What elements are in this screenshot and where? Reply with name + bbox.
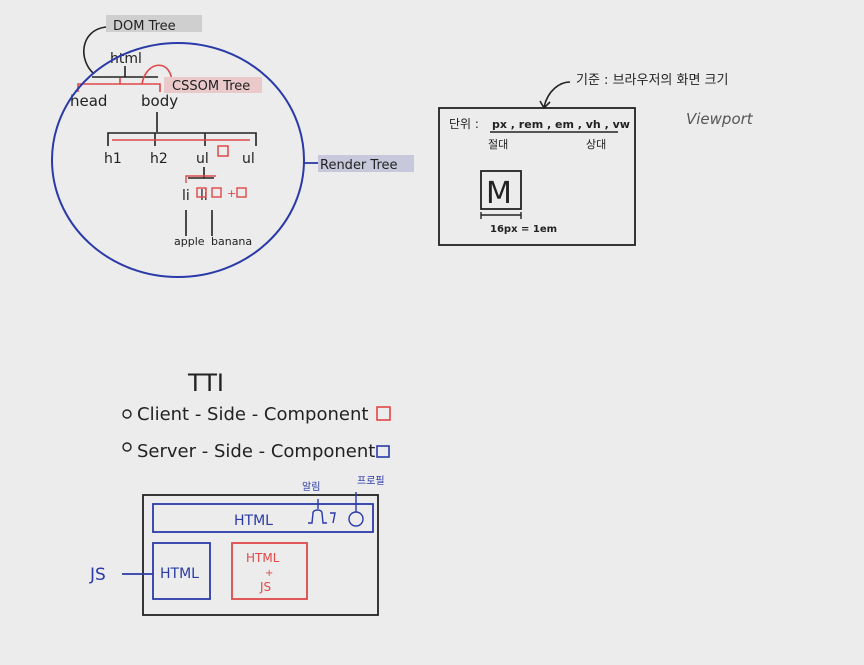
li-node-b: li bbox=[200, 188, 208, 204]
child-h2: h2 bbox=[150, 151, 168, 167]
li-plus: + bbox=[227, 187, 236, 200]
dom-tree-label: DOM Tree bbox=[113, 19, 176, 34]
cssom-bracket bbox=[77, 78, 161, 92]
relative-label: 상대 bbox=[586, 138, 606, 151]
li-style-marker-a bbox=[196, 187, 207, 198]
child-h1: h1 bbox=[104, 151, 122, 167]
header-html-label: HTML bbox=[234, 513, 273, 529]
child-ul-2: ul bbox=[242, 151, 255, 167]
client-bullet bbox=[122, 409, 132, 419]
server-bullet bbox=[122, 442, 132, 452]
viewport-diagram: 기준 : 브라우저의 화면 크기 Viewport 단위 : px , rem … bbox=[438, 73, 754, 246]
leaf-apple: apple bbox=[174, 235, 205, 248]
leaf-banana: banana bbox=[211, 235, 252, 248]
absolute-label: 절대 bbox=[488, 138, 508, 151]
li-branch bbox=[185, 210, 213, 236]
m-glyph: M bbox=[486, 176, 512, 211]
profile-icon bbox=[348, 511, 364, 527]
profile-label: 프로필 bbox=[357, 475, 385, 487]
body-branch-black bbox=[107, 112, 257, 146]
li-node-a: li bbox=[182, 188, 190, 204]
viewport-box bbox=[438, 107, 636, 246]
render-tree-circle bbox=[51, 42, 305, 278]
page-frame bbox=[142, 494, 379, 616]
tti-title: TTI bbox=[187, 369, 224, 397]
cssom-label-highlight bbox=[164, 77, 262, 93]
server-color-legend bbox=[376, 445, 390, 458]
client-box-js: JS bbox=[259, 580, 271, 594]
criterion-pointer bbox=[543, 81, 571, 108]
html-branch bbox=[92, 66, 158, 78]
cssom-tree-label: CSSOM Tree bbox=[172, 79, 250, 94]
js-label: JS bbox=[89, 565, 106, 585]
dom-tree-diagram: DOM Tree html CSSOM Tree head body h1 h2… bbox=[51, 15, 414, 278]
client-box bbox=[231, 542, 308, 600]
notification-count-icon bbox=[330, 512, 336, 524]
header-bar bbox=[152, 503, 374, 533]
render-tree-label: Render Tree bbox=[320, 158, 398, 173]
alarm-label: 알림 bbox=[302, 481, 320, 493]
client-box-html: HTML bbox=[246, 551, 280, 565]
em-equation: 16px = 1em bbox=[490, 224, 557, 235]
server-html-box bbox=[152, 542, 211, 600]
m-box bbox=[480, 170, 522, 210]
ul-style-marker bbox=[217, 145, 229, 157]
child-ul-1: ul bbox=[196, 151, 209, 167]
li-style-marker-b bbox=[211, 187, 222, 198]
html-node: html bbox=[110, 51, 142, 67]
ul-branch-red bbox=[185, 175, 216, 183]
server-item: Server - Side - Component bbox=[137, 441, 375, 462]
units-list: px , rem , em , vh , vw bbox=[492, 118, 630, 131]
client-color-legend bbox=[376, 406, 391, 421]
dom-tree-label-highlight bbox=[106, 15, 202, 32]
tti-diagram: TTI Client - Side - Component Server - S… bbox=[89, 369, 391, 616]
body-children: h1 h2 ul ul bbox=[104, 151, 255, 167]
head-node: head bbox=[70, 92, 107, 110]
body-node: body bbox=[141, 92, 178, 110]
client-item: Client - Side - Component bbox=[137, 404, 368, 425]
dom-tree-pointer bbox=[83, 26, 107, 75]
render-tree-label-highlight bbox=[318, 155, 414, 172]
viewport-label: Viewport bbox=[686, 110, 754, 128]
units-prefix: 단위 : bbox=[449, 117, 479, 131]
server-html-label: HTML bbox=[160, 566, 199, 582]
bell-icon bbox=[308, 509, 327, 524]
li-style-marker-c bbox=[236, 187, 247, 198]
client-box-plus: + bbox=[265, 568, 273, 579]
m-width-marker bbox=[480, 212, 522, 219]
criterion-label: 기준 : 브라우저의 화면 크기 bbox=[576, 73, 728, 88]
